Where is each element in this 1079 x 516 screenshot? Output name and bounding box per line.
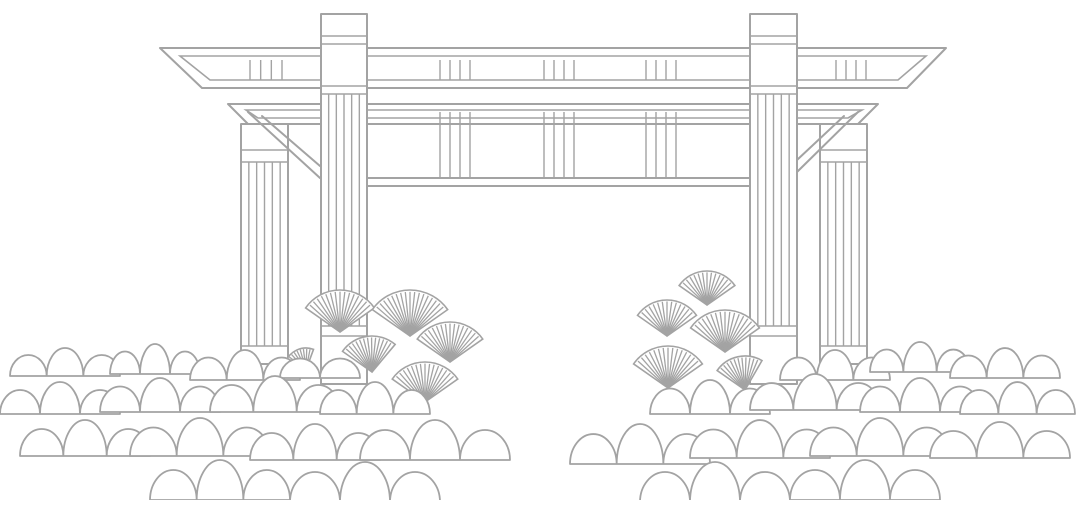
pine-fan	[416, 321, 484, 363]
cloud-bush	[149, 459, 291, 501]
cloud-bush	[109, 343, 201, 375]
side-pillar-right	[819, 123, 868, 365]
cloud-bush	[359, 419, 511, 461]
cloud-bush	[869, 341, 971, 373]
pine-fan	[678, 270, 736, 306]
crossbeam-panel	[365, 112, 751, 187]
cloud-bush	[569, 423, 711, 465]
cloud-bush	[129, 417, 271, 457]
cloud-bush	[809, 417, 951, 457]
cloud-bush	[319, 381, 431, 415]
cloud-bush	[209, 375, 341, 413]
cloud-bush	[0, 381, 121, 415]
cloud-bush	[249, 423, 381, 461]
cloud-bush	[19, 419, 151, 457]
cloud-bush	[859, 377, 981, 413]
cloud-bush	[9, 347, 121, 377]
cloud-bush	[289, 461, 441, 503]
pine-fan	[689, 309, 761, 353]
cloud-bush	[949, 347, 1061, 379]
cloud-bush	[189, 349, 301, 381]
upper-roof-beam	[159, 47, 947, 89]
cloud-bush	[749, 373, 881, 411]
cloud-bush	[279, 357, 361, 379]
side-pillar-left	[240, 123, 289, 365]
cloud-bush	[959, 381, 1076, 415]
cloud-bush	[929, 421, 1071, 459]
cloud-bush	[649, 379, 771, 415]
cloud-bush	[639, 461, 791, 503]
cloud-bush	[689, 419, 831, 459]
cloud-bush	[779, 349, 891, 381]
ground-fill	[0, 500, 1079, 516]
cloud-bushes	[0, 341, 1079, 516]
pine-fan	[304, 289, 376, 333]
pine-fan	[636, 299, 698, 337]
cloud-bush	[99, 377, 221, 413]
pine-fan	[632, 345, 704, 389]
pine-fan-foliage	[284, 270, 764, 403]
pine-fan	[716, 355, 764, 392]
pine-fan	[371, 289, 449, 337]
pine-fan	[341, 335, 397, 374]
cloud-bush	[789, 459, 941, 501]
